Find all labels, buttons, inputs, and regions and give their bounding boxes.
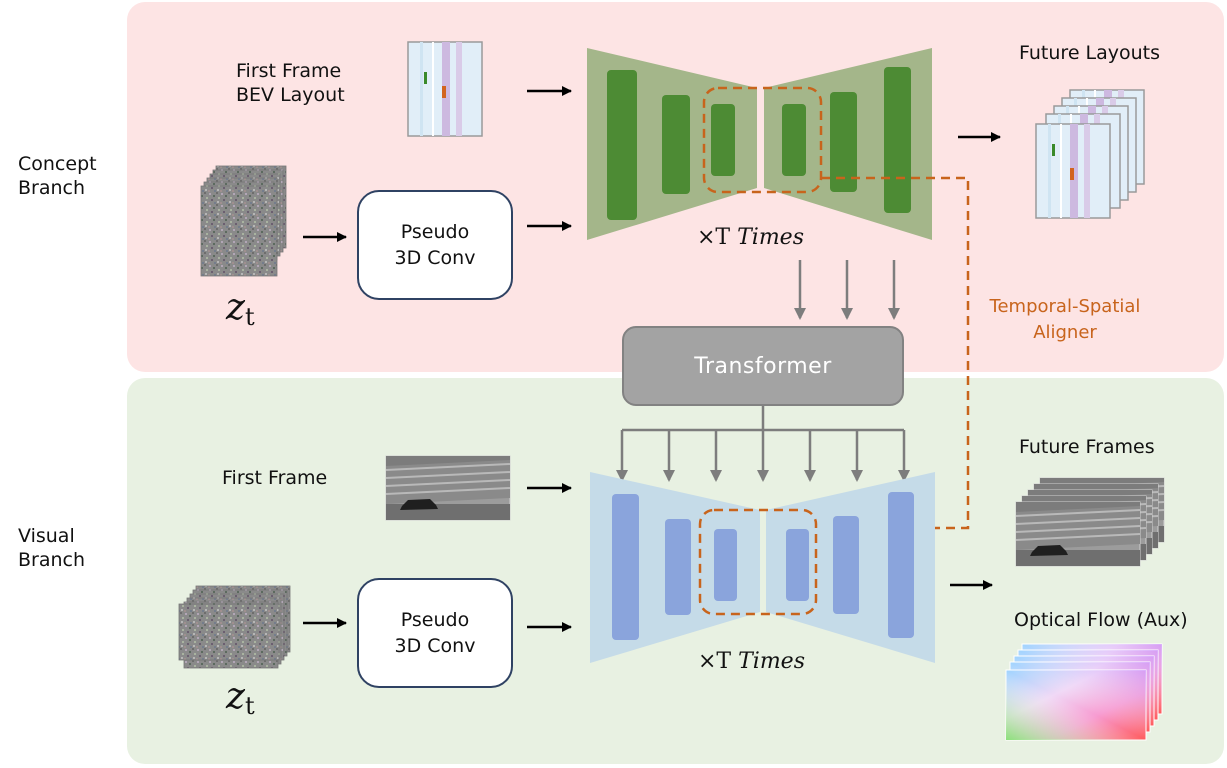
concept-pseudo-3d-conv: Pseudo 3D Conv bbox=[357, 190, 513, 300]
visual-branch-title-line2: Branch bbox=[18, 549, 86, 571]
visual-latent-label: zt bbox=[226, 679, 255, 724]
first-frame-bev-thumbnail bbox=[407, 41, 483, 137]
visual-noise-latent-stack bbox=[178, 585, 291, 669]
transformer-block: Transformer bbox=[622, 326, 904, 406]
concept-noise-latent-stack bbox=[200, 165, 287, 277]
visual-first-frame-label: First Frame bbox=[222, 467, 328, 489]
visual-times-label: ×T Times bbox=[698, 650, 805, 674]
concept-enc-block-1 bbox=[607, 70, 637, 220]
visual-dec-block-1 bbox=[786, 529, 809, 601]
concept-dec-block-1 bbox=[782, 104, 806, 176]
concept-conv-line1: Pseudo bbox=[400, 221, 470, 243]
transformer-label: Transformer bbox=[694, 353, 832, 379]
visual-branch-title: Visual Branch bbox=[18, 524, 85, 572]
first-frame-street-thumbnail bbox=[385, 455, 511, 521]
visual-times-prefix: ×T bbox=[698, 649, 732, 674]
future-frames-label: Future Frames bbox=[1019, 436, 1155, 458]
visual-times-word: Times bbox=[738, 649, 805, 674]
visual-dec-block-3 bbox=[888, 492, 914, 638]
concept-first-frame-line1: First Frame bbox=[236, 60, 342, 82]
concept-enc-block-3 bbox=[711, 104, 735, 176]
visual-unet bbox=[590, 472, 935, 663]
visual-branch-title-line1: Visual bbox=[18, 525, 75, 547]
concept-conv-line2: 3D Conv bbox=[394, 247, 476, 269]
visual-pseudo-3d-conv: Pseudo 3D Conv bbox=[357, 578, 513, 688]
aligner-line2: Aligner bbox=[1033, 322, 1097, 343]
optical-flow-label: Optical Flow (Aux) bbox=[1014, 609, 1188, 631]
concept-enc-block-2 bbox=[662, 95, 690, 194]
future-frames-stack bbox=[1015, 477, 1165, 567]
visual-latent-symbol: z bbox=[226, 676, 245, 717]
optical-flow-stack bbox=[1005, 643, 1163, 741]
visual-enc-block-1 bbox=[612, 494, 639, 640]
concept-times-label: ×T Times bbox=[697, 226, 804, 250]
concept-unet bbox=[587, 48, 932, 240]
visual-dec-block-2 bbox=[833, 516, 859, 614]
concept-first-frame-label: First Frame BEV Layout bbox=[236, 59, 345, 107]
visual-enc-block-3 bbox=[714, 529, 737, 601]
concept-branch-title-line2: Branch bbox=[18, 177, 86, 199]
concept-times-prefix: ×T bbox=[697, 225, 731, 250]
temporal-spatial-aligner-label: Temporal-Spatial Aligner bbox=[970, 294, 1160, 346]
aligner-line1: Temporal-Spatial bbox=[989, 296, 1141, 317]
concept-latent-subscript: t bbox=[244, 303, 255, 331]
concept-latent-label: zt bbox=[226, 290, 255, 335]
concept-dec-block-2 bbox=[830, 92, 857, 192]
concept-branch-title-line1: Concept bbox=[18, 153, 97, 175]
concept-first-frame-line2: BEV Layout bbox=[236, 84, 345, 106]
visual-conv-line2: 3D Conv bbox=[394, 635, 476, 657]
concept-times-word: Times bbox=[737, 225, 804, 250]
concept-branch-title: Concept Branch bbox=[18, 152, 97, 200]
transformer-fanout-arrows bbox=[616, 406, 910, 482]
visual-conv-line1: Pseudo bbox=[400, 609, 470, 631]
concept-dec-block-3 bbox=[884, 67, 911, 213]
future-layouts-stack bbox=[1035, 89, 1145, 219]
concept-latent-symbol: z bbox=[226, 287, 245, 328]
future-layouts-label: Future Layouts bbox=[1019, 42, 1161, 64]
visual-latent-subscript: t bbox=[244, 692, 255, 720]
visual-enc-block-2 bbox=[665, 519, 691, 615]
